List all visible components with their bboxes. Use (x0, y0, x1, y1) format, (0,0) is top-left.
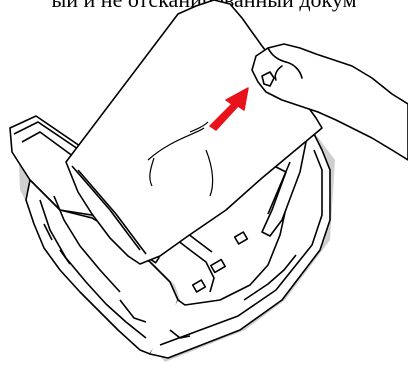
scanner-illustration (0, 0, 408, 367)
